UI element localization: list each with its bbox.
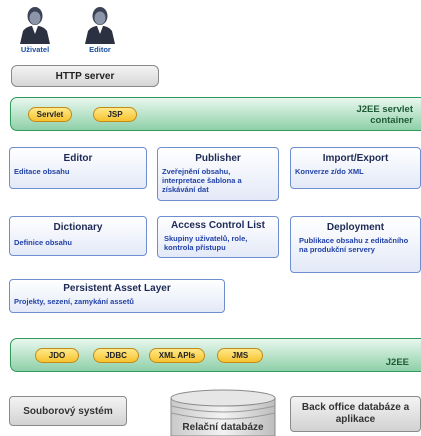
j2ee-title: J2EE <box>385 357 409 368</box>
module-title: Publisher <box>195 153 241 164</box>
user-icon <box>20 7 50 44</box>
user-uzivatel: Uživatel <box>10 4 60 54</box>
import-export-module: Import/Export Konverze z/do XML <box>290 147 421 189</box>
relational-database: Relační databáze <box>170 388 276 436</box>
module-desc: Editace obsahu <box>14 167 70 176</box>
module-desc: Projekty, sezení, zamykání assetů <box>14 297 134 306</box>
relational-database-label: Relační databáze <box>182 422 264 433</box>
pill-servlet: Servlet <box>28 107 72 122</box>
servlet-container-band: Servlet JSP J2EE servlet container <box>10 97 421 131</box>
module-title: Persistent Asset Layer <box>63 283 171 294</box>
pill-jdo: JDO <box>35 348 79 363</box>
user-label: Uživatel <box>20 45 50 54</box>
module-desc: Skupiny uživatelů, role, kontrola přístu… <box>164 234 248 252</box>
user-editor: Editor <box>75 4 125 54</box>
pill-jdbc: JDBC <box>93 348 139 363</box>
module-desc: Definice obsahu <box>14 238 72 247</box>
persistent-asset-layer: Persistent Asset Layer Projekty, sezení,… <box>9 279 225 313</box>
http-server-box: HTTP server <box>11 65 159 87</box>
pill-jms: JMS <box>217 348 263 363</box>
filesystem-box: Souborový systém <box>9 396 127 426</box>
dictionary-module: Dictionary Definice obsahu <box>9 216 147 256</box>
j2ee-band: JDO JDBC XML APIs JMS J2EE <box>10 338 421 372</box>
module-desc: Zveřejnění obsahu, interpretace šablona … <box>162 167 242 194</box>
user-icon <box>85 7 115 44</box>
module-desc: Konverze z/do XML <box>295 167 364 176</box>
backoffice-box: Back office databáze a aplikace <box>290 396 421 432</box>
pill-jsp: JSP <box>93 107 137 122</box>
deployment-module: Deployment Publikace obsahu z editačního… <box>290 216 421 273</box>
servlet-container-title: J2EE servlet container <box>356 104 413 126</box>
module-title: Dictionary <box>53 222 103 233</box>
database-icon <box>170 389 276 436</box>
editor-module: Editor Editace obsahu <box>9 147 147 189</box>
module-title: Import/Export <box>322 153 389 164</box>
module-title: Access Control List <box>171 220 265 231</box>
publisher-module: Publisher Zveřejnění obsahu, interpretac… <box>157 147 279 201</box>
user-label: Editor <box>89 45 111 54</box>
module-title: Deployment <box>326 222 385 233</box>
module-desc: Publikace obsahu z editačního na produkč… <box>299 236 409 254</box>
module-title: Editor <box>63 153 93 164</box>
pill-xml-apis: XML APIs <box>149 348 205 363</box>
acl-module: Access Control List Skupiny uživatelů, r… <box>157 216 279 258</box>
